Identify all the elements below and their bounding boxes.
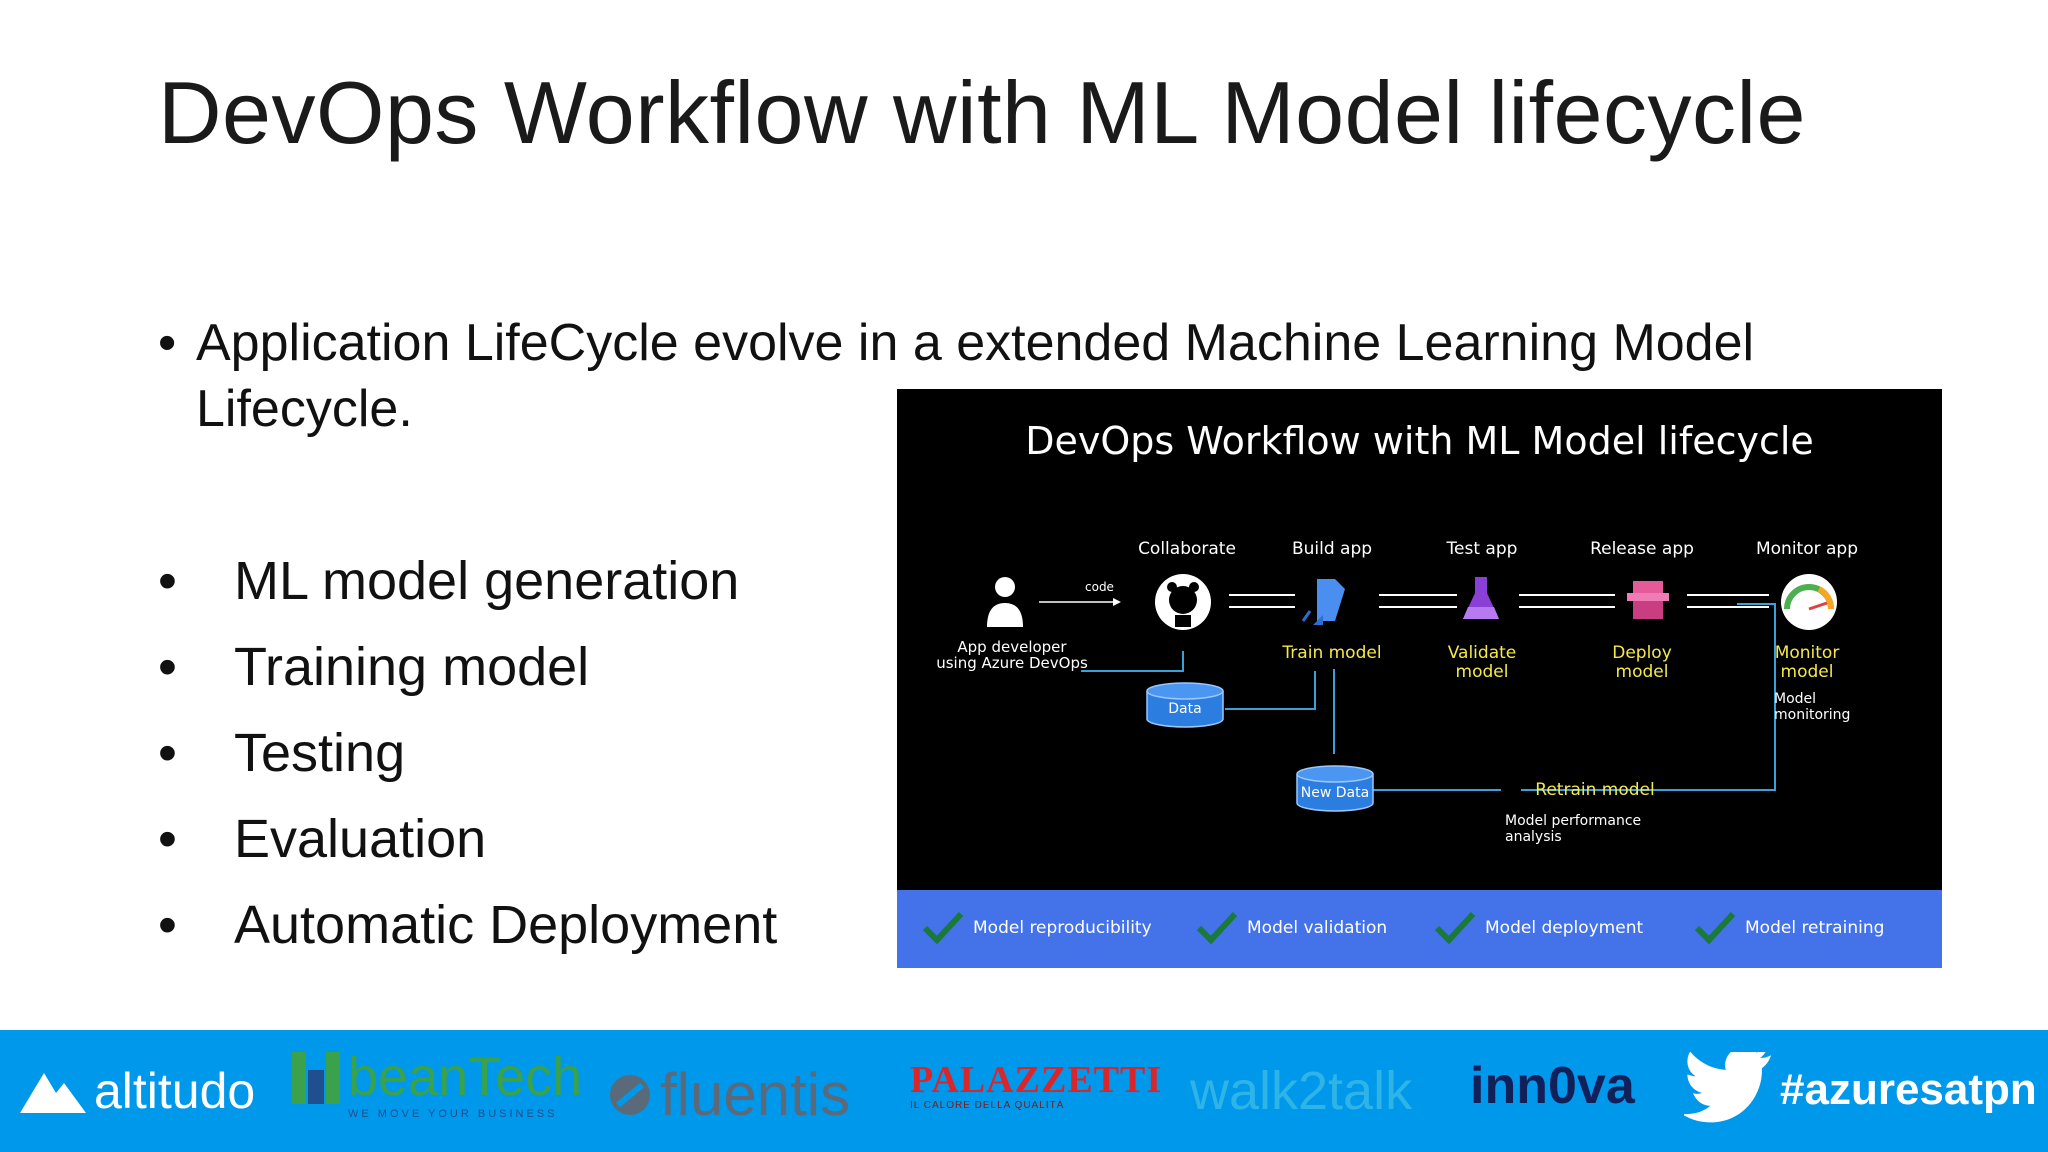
stage-build: Build app [1291,539,1373,559]
footer-item: Model deployment [1433,908,1643,948]
mountain-icon [20,1073,86,1113]
checkmark-icon [1196,911,1238,945]
diagram-footer: Model reproducibility Model validation M… [897,890,1942,968]
list-item-text: Evaluation [234,809,487,869]
person-icon [987,577,1023,627]
flow-arrows [1229,594,1769,608]
stage-monitor: Monitor app [1755,539,1859,559]
workflow-diagram: DevOps Workflow with ML Model lifecycle … [897,389,1942,968]
train-model-label: Train model [1282,643,1382,663]
app-developer-label: App developer using Azure DevOps [936,638,1088,672]
twitter-hashtag: #azuresatpn [1684,1052,2037,1128]
bullet-dot: • [158,809,177,869]
bullet-dot: • [158,895,177,955]
github-icon [1155,574,1211,630]
main-bullet: • Application LifeCycle evolve in a exte… [158,310,1858,442]
new-data-label: New Data [1300,785,1370,801]
data-label: Data [1168,701,1202,717]
diagram-graphics [987,574,1837,812]
footer-item: Model retraining [1693,908,1884,948]
flask-icon [1463,577,1499,619]
data-cylinder-icon [1146,682,1224,728]
sponsor-bar: altitudo beanTech WE MOVE YOUR BUSINESS … [0,1030,2048,1152]
bullet-dot: • [158,314,177,372]
slide-title: DevOps Workflow with ML Model lifecycle [158,63,1806,162]
bullet-dot: • [158,723,177,783]
diagram-title: DevOps Workflow with ML Model lifecycle [1025,419,1814,463]
pipelines-icon [1301,579,1345,625]
footer-item: Model reproducibility [921,908,1152,948]
retrain-model-label: Retrain model [1535,780,1655,800]
main-bullet-text: Application LifeCycle evolve in a extend… [196,314,1755,438]
palazzetti-logo: PALAZZETTI IL CALORE DELLA QUALITÀ [910,1059,1163,1111]
footer-item: Model validation [1195,908,1387,948]
checkmark-icon [1434,911,1476,945]
bullet-dot: • [158,637,177,697]
code-label: code [1085,580,1114,594]
stage-test: Test app [1446,539,1518,559]
twitter-bird-icon [1684,1052,1772,1123]
list-item-text: ML model generation [234,551,740,611]
list-item-text: Testing [234,723,406,783]
stage-release: Release app [1590,539,1694,559]
innova-logo: inn0va [1470,1057,1635,1115]
list-item-text: Automatic Deployment [234,895,778,955]
walk2talk-logo: walk2talk [1190,1061,1413,1121]
beantech-logo: beanTech WE MOVE YOUR BUSINESS [290,1050,582,1120]
package-icon [1627,581,1669,619]
fluentis-logo: fluentis [606,1060,850,1129]
new-data-cylinder-icon [1296,765,1374,812]
altitudo-logo: altitudo [18,1062,255,1120]
checkmark-icon [922,911,964,945]
checkmark-icon [1694,911,1736,945]
stage-collaborate: Collaborate [1138,539,1236,559]
list-item-text: Training model [234,637,590,697]
bullet-dot: • [158,551,177,611]
fluentis-mark-icon [610,1074,650,1115]
beantech-mark-icon [292,1052,340,1104]
gauge-icon [1781,574,1837,630]
